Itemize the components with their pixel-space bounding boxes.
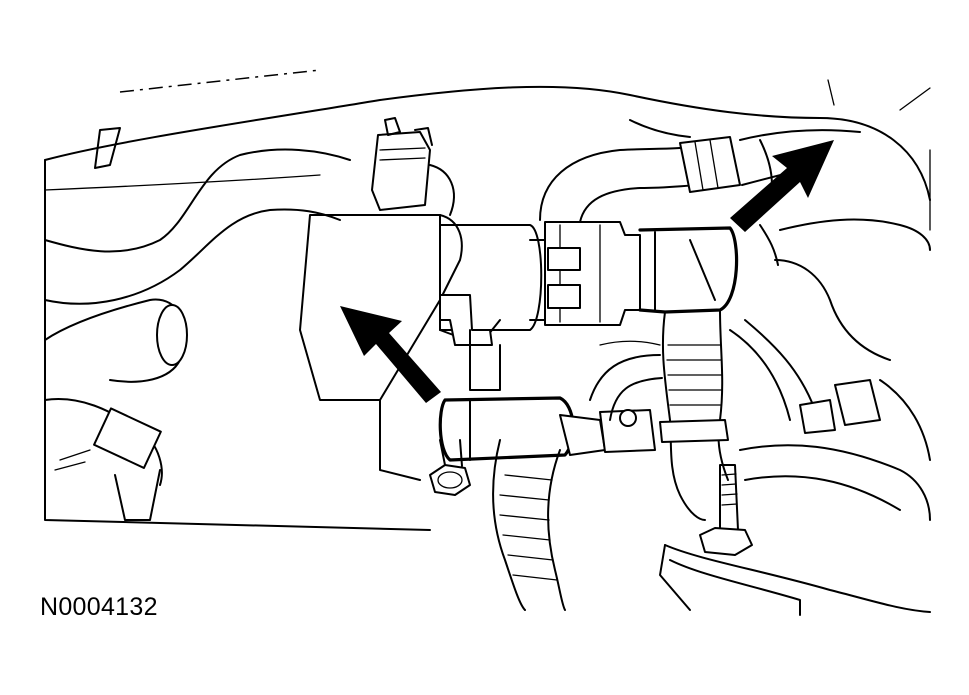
figure-code-label: N0004132: [40, 593, 158, 621]
lower-hose: [492, 439, 566, 611]
hose-clamp-top: [371, 117, 455, 216]
right-bracket: [659, 379, 931, 616]
bolt-left: [429, 439, 471, 496]
upper-connector: [544, 221, 739, 326]
arrow-pointer-icon: [730, 140, 834, 232]
upper-right-hoses: [539, 119, 861, 223]
throttle-housing: [299, 214, 546, 481]
right-details: [589, 218, 931, 421]
left-hose: [44, 148, 351, 521]
arrow-pointer-icon: [340, 306, 441, 403]
vertical-hose: [659, 309, 816, 521]
lower-connector: [438, 396, 656, 462]
engine-cover: [44, 69, 931, 531]
